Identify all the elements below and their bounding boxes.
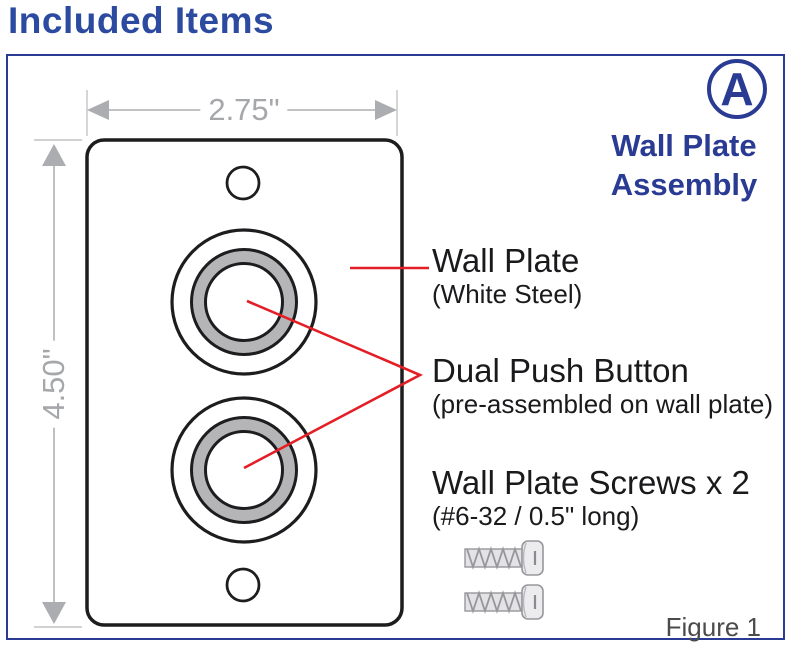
wall-plate-diagram (34, 90, 544, 628)
push-button-top (170, 228, 318, 376)
figure-box: 2.75" 4.50" A Wall Plate Assembly Wall P… (6, 54, 785, 642)
screw-hole-top (225, 165, 261, 201)
assembly-label-line1: Wall Plate (611, 128, 757, 163)
callout-wall-plate: Wall Plate (White Steel) (432, 242, 582, 310)
assembly-label-line2: Assembly (610, 167, 758, 202)
screw-icon (464, 540, 544, 576)
callout-wall-plate-screws: Wall Plate Screws x 2 (#6-32 / 0.5" long… (432, 464, 750, 532)
push-button-bottom (170, 396, 318, 544)
callout-wall-plate-screws-label: Wall Plate Screws x 2 (432, 464, 750, 501)
figure-caption: Figure 1 (665, 612, 761, 642)
callout-dual-push-button-label: Dual Push Button (432, 352, 689, 389)
callout-dual-push-button-sublabel: (pre-assembled on wall plate) (432, 389, 774, 419)
assembly-label: Wall Plate Assembly (586, 126, 782, 204)
dimension-height-label: 4.50" (36, 340, 72, 428)
leader-line-push-buttons (243, 299, 424, 470)
wall-plate-outline (85, 138, 404, 627)
dimension-width-label: 2.75" (200, 92, 288, 128)
screw-icon (464, 584, 544, 620)
callout-dual-push-button: Dual Push Button (pre-assembled on wall … (432, 352, 773, 420)
page-title: Included Items (8, 0, 275, 41)
callout-wall-plate-screws-sublabel: (#6-32 / 0.5" long) (432, 501, 640, 531)
assembly-badge: A (707, 59, 767, 119)
callout-wall-plate-sublabel: (White Steel) (432, 279, 583, 309)
screw-hole-bottom (225, 567, 261, 603)
callout-wall-plate-label: Wall Plate (432, 242, 580, 279)
